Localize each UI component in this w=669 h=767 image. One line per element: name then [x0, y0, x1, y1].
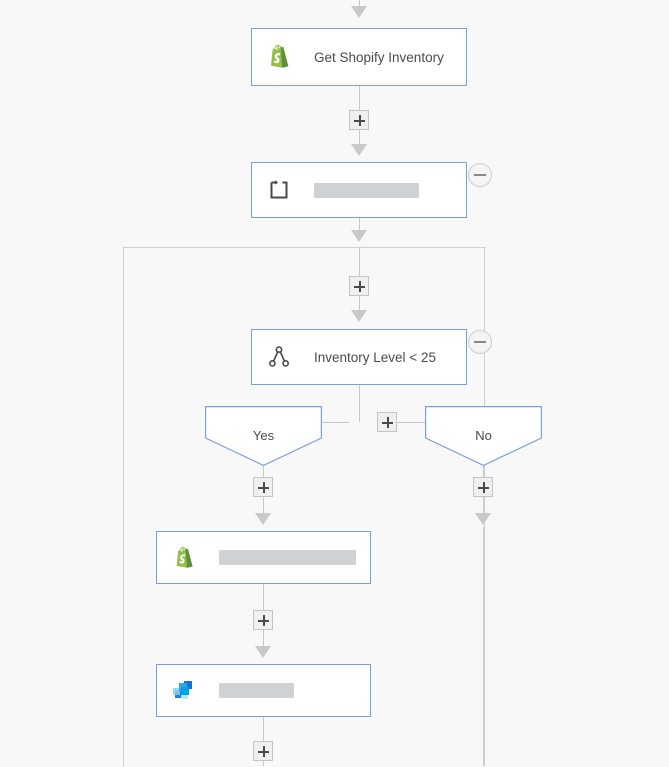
shopify-icon [266, 44, 292, 70]
connector-split-to-no [397, 422, 426, 423]
add-step-no-branch-button[interactable] [473, 477, 493, 497]
connector-scope-to-condition-upper [359, 247, 360, 276]
branch-no[interactable]: No [425, 406, 542, 466]
collapse-condition-button[interactable] [468, 330, 492, 354]
connector-yes-lower [263, 497, 264, 519]
node-label-redacted [219, 683, 294, 698]
connector-no-lower [483, 497, 484, 521]
connector-shopify-to-microsoft-lower [263, 630, 264, 652]
branch-label: Yes [252, 428, 275, 443]
node-apply-to-each[interactable] [251, 162, 467, 218]
shopify-icon [171, 545, 197, 571]
connector-shopify-to-microsoft-upper [263, 584, 264, 610]
arrowhead-into-trigger [351, 6, 367, 18]
connector-scope-to-condition-lower [359, 296, 360, 316]
arrowhead-into-microsoft-action [255, 646, 271, 658]
connector-loop-to-scope [359, 218, 360, 236]
collapse-apply-to-each-button[interactable] [468, 163, 492, 187]
node-microsoft-action[interactable] [156, 664, 371, 717]
connector-after-microsoft-upper [263, 717, 264, 741]
connector-condition-split-stem [359, 385, 360, 422]
arrowhead-into-loop [351, 144, 367, 156]
node-shopify-action[interactable] [156, 531, 371, 584]
scope-container-right-edge [484, 247, 485, 766]
node-label: Get Shopify Inventory [314, 49, 444, 65]
arrowhead-into-scope [351, 230, 367, 242]
arrowhead-into-shopify-action [255, 513, 271, 525]
condition-branch-icon [266, 344, 292, 370]
node-inventory-condition[interactable]: Inventory Level < 25 [251, 329, 467, 385]
connector-split-to-yes [322, 422, 349, 423]
add-step-between-branches-button[interactable] [377, 412, 397, 432]
foreach-loop-icon [266, 177, 292, 203]
microsoft-tiles-icon [171, 678, 197, 704]
scope-container-apply-to-each [123, 247, 486, 767]
connector-trigger-to-loop-upper [359, 86, 360, 110]
arrowhead-no-branch-continue [475, 513, 491, 525]
add-step-yes-branch-button[interactable] [253, 477, 273, 497]
connector-no-branch-trail [483, 527, 484, 766]
node-get-shopify-inventory[interactable]: Get Shopify Inventory [251, 28, 467, 86]
node-label-redacted [219, 550, 356, 565]
node-label-redacted [314, 182, 419, 198]
connector-after-microsoft-lower [263, 761, 264, 766]
branch-yes[interactable]: Yes [205, 406, 322, 466]
connector-no-upper [483, 465, 484, 477]
node-label: Inventory Level < 25 [314, 349, 436, 365]
branch-label: No [475, 428, 492, 443]
connector-yes-upper [263, 465, 264, 477]
add-step-before-condition-button[interactable] [349, 276, 369, 296]
add-step-after-microsoft-action-button[interactable] [253, 741, 273, 761]
add-step-after-shopify-action-button[interactable] [253, 610, 273, 630]
arrowhead-into-condition [351, 310, 367, 322]
add-step-after-trigger-button[interactable] [349, 110, 369, 130]
connector-trigger-to-loop-lower [359, 130, 360, 148]
